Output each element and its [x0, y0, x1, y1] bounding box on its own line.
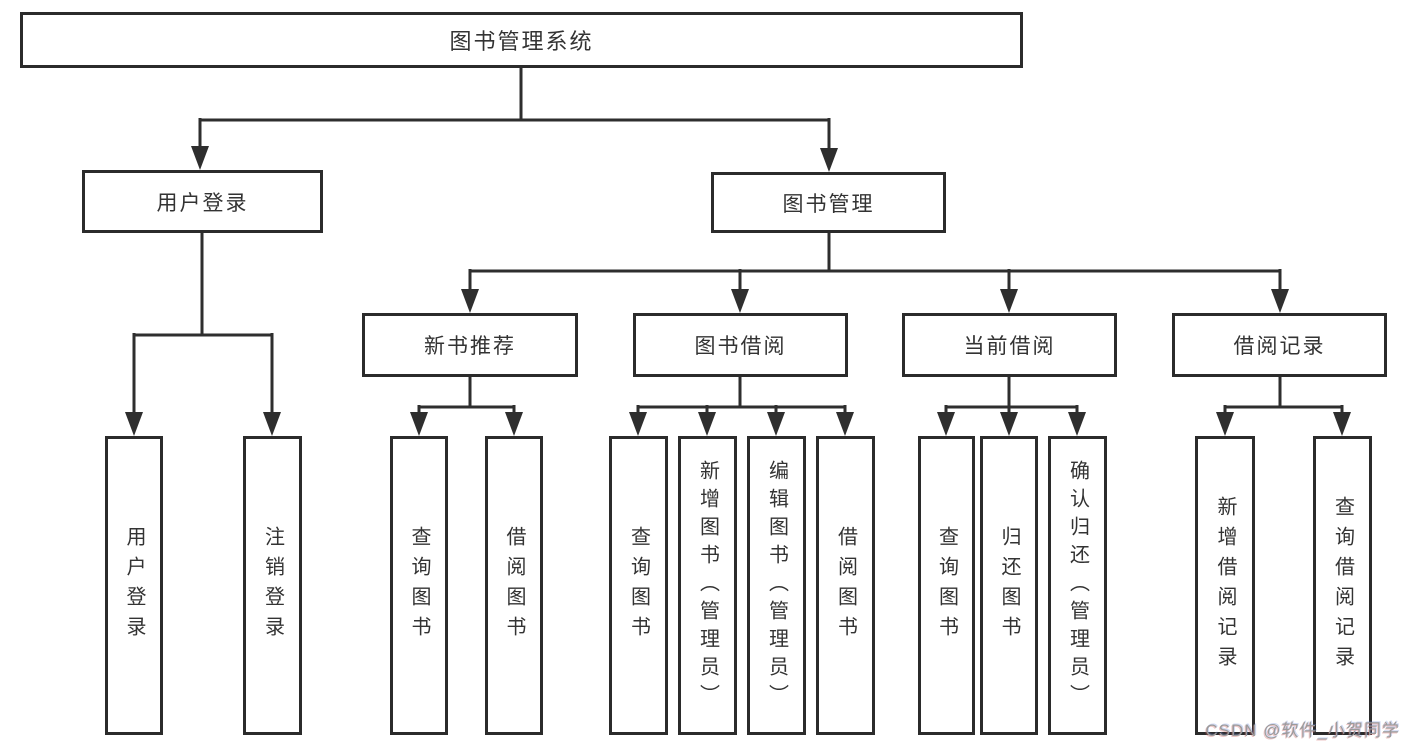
leaf-logout: 注销登录: [243, 436, 302, 735]
leaf-query-borrow-record-label: 查询借阅记录: [1331, 495, 1354, 676]
leaf-borrow-book: 借阅图书: [816, 436, 875, 735]
node-root: 图书管理系统: [20, 12, 1023, 68]
node-user-login-label: 用户登录: [156, 191, 249, 215]
leaf-return-book: 归还图书: [980, 436, 1038, 735]
node-book-management-label: 图书管理: [782, 192, 875, 216]
leaf-confirm-return-admin-label: 确认归还（管理员）: [1066, 459, 1089, 712]
leaf-edit-book-admin: 编辑图书（管理员）: [747, 436, 806, 735]
node-book-borrow-label: 图书借阅: [694, 335, 787, 358]
leaf-add-book-admin: 新增图书（管理员）: [678, 436, 737, 735]
leaf-query-book-borrow: 查询图书: [609, 436, 668, 735]
node-current-borrow-label: 当前借阅: [963, 335, 1056, 358]
node-user-login: 用户登录: [82, 170, 323, 233]
node-borrow-records-label: 借阅记录: [1233, 335, 1326, 358]
node-borrow-records: 借阅记录: [1172, 313, 1387, 377]
node-new-book-recommend: 新书推荐: [362, 313, 578, 377]
leaf-borrow-book-recommend: 借阅图书: [485, 436, 543, 735]
leaf-query-book-recommend-label: 查询图书: [408, 525, 430, 646]
leaf-user-login: 用户登录: [105, 436, 163, 735]
node-new-book-recommend-label: 新书推荐: [424, 335, 516, 358]
leaf-borrow-book-label: 借阅图书: [834, 525, 857, 646]
leaf-add-borrow-record: 新增借阅记录: [1195, 436, 1255, 735]
node-book-borrow: 图书借阅: [633, 313, 848, 377]
leaf-confirm-return-admin: 确认归还（管理员）: [1048, 436, 1107, 735]
leaf-query-book-current: 查询图书: [918, 436, 975, 735]
watermark: CSDN @软件_小贺同学: [1205, 721, 1400, 740]
node-root-label: 图书管理系统: [449, 29, 594, 54]
leaf-return-book-label: 归还图书: [998, 525, 1020, 646]
leaf-query-book-current-label: 查询图书: [935, 525, 958, 646]
leaf-query-book-recommend: 查询图书: [390, 436, 448, 735]
leaf-add-book-admin-label: 新增图书（管理员）: [696, 459, 719, 712]
leaf-logout-label: 注销登录: [261, 525, 284, 646]
leaf-borrow-book-recommend-label: 借阅图书: [503, 525, 525, 646]
leaf-edit-book-admin-label: 编辑图书（管理员）: [765, 459, 788, 712]
leaf-user-login-label: 用户登录: [123, 525, 145, 646]
node-current-borrow: 当前借阅: [902, 313, 1117, 377]
leaf-query-borrow-record: 查询借阅记录: [1313, 436, 1372, 735]
leaf-add-borrow-record-label: 新增借阅记录: [1214, 495, 1236, 676]
leaf-query-book-borrow-label: 查询图书: [627, 525, 650, 646]
node-book-management: 图书管理: [711, 172, 946, 233]
